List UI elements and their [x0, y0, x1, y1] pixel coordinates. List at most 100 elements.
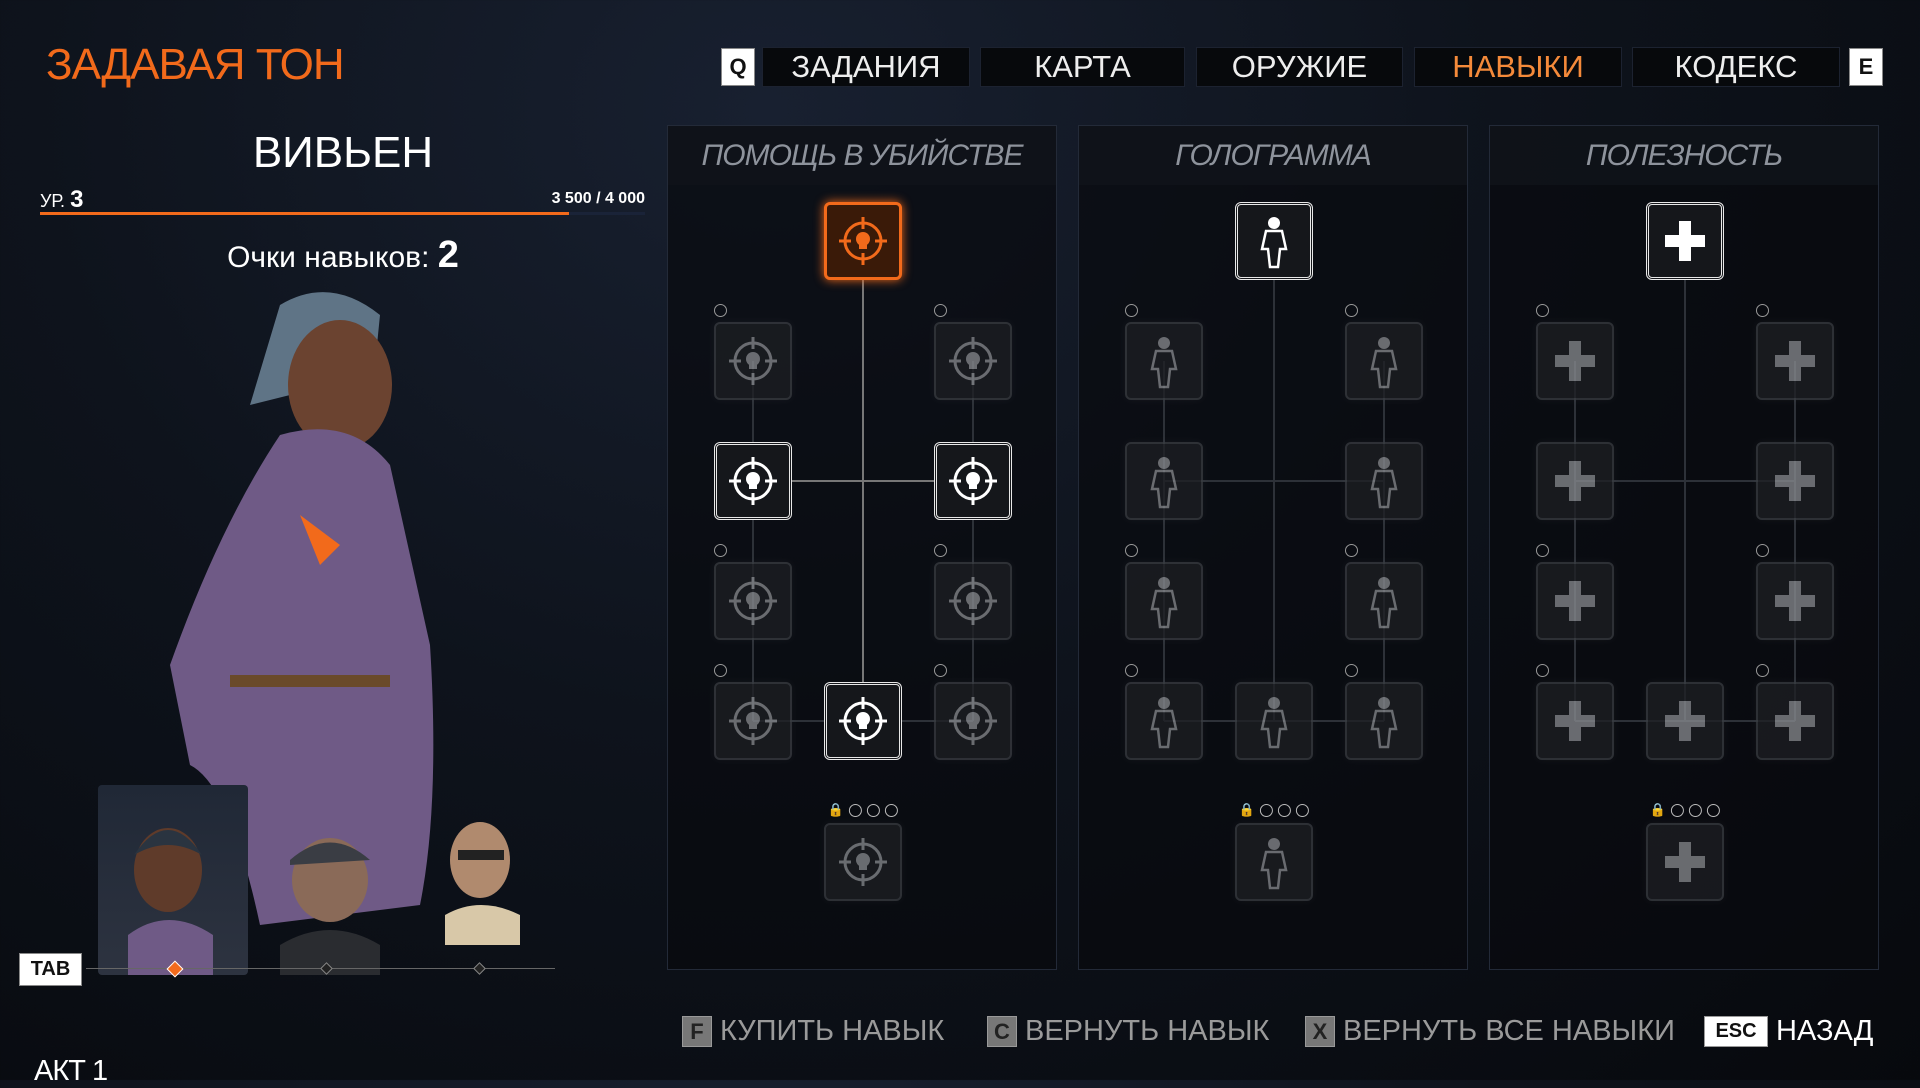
- skill-rank-dot: [1125, 304, 1138, 317]
- skill-node-locked[interactable]: [1125, 562, 1203, 640]
- skill-node-active[interactable]: [824, 682, 902, 760]
- connector-line: [1574, 361, 1576, 721]
- skill-node-locked[interactable]: [1125, 322, 1203, 400]
- medkit-cross-icon: [1775, 581, 1815, 621]
- skill-node-active[interactable]: [934, 442, 1012, 520]
- connector-line: [1164, 480, 1384, 482]
- skill-node-locked[interactable]: [1756, 682, 1834, 760]
- skill-rank-dot: [1125, 544, 1138, 557]
- skill-node-locked[interactable]: [1756, 322, 1834, 400]
- skill-node-active[interactable]: [714, 442, 792, 520]
- skill-rank-dot: [1536, 544, 1549, 557]
- skill-node-locked[interactable]: [714, 322, 792, 400]
- skill-points-label: Очки навыков:: [227, 241, 430, 274]
- requirement-dot: [885, 803, 899, 817]
- tab-5[interactable]: КОДЕКС: [1632, 47, 1840, 87]
- action-label: ВЕРНУТЬ НАВЫК: [1025, 1015, 1270, 1047]
- hologram-figure-icon: [1150, 577, 1178, 629]
- skill-node-locked[interactable]: [1125, 682, 1203, 760]
- tab-1[interactable]: ЗАДАНИЯ: [762, 47, 970, 87]
- skill-node-locked[interactable]: [1646, 682, 1724, 760]
- crosshair-skull-icon: [729, 457, 777, 505]
- key-hint: F: [682, 1016, 712, 1047]
- action-esc-button[interactable]: ESC НАЗАД: [1704, 1015, 1873, 1048]
- key-hint: C: [987, 1016, 1017, 1047]
- medkit-cross-icon: [1775, 341, 1815, 381]
- skill-node-locked[interactable]: [934, 562, 1012, 640]
- tab-4[interactable]: НАВЫКИ: [1414, 47, 1622, 87]
- skill-node-active[interactable]: [1646, 202, 1724, 280]
- skill-rank-dot: [1756, 664, 1769, 677]
- party-member-3[interactable]: [430, 785, 530, 975]
- crosshair-skull-icon: [839, 217, 887, 265]
- party-member-vivien[interactable]: [98, 785, 248, 975]
- skill-node-locked[interactable]: [714, 562, 792, 640]
- skill-node-locked[interactable]: [1756, 442, 1834, 520]
- connector-line: [1383, 361, 1385, 721]
- medkit-cross-icon: [1665, 701, 1705, 741]
- medkit-cross-icon: [1665, 221, 1705, 261]
- skill-rank-dot: [1345, 664, 1358, 677]
- switch-character-key[interactable]: TAB: [19, 953, 82, 986]
- key-hint: X: [1305, 1016, 1335, 1047]
- skill-node-locked[interactable]: [1125, 442, 1203, 520]
- skill-node-selected[interactable]: [824, 202, 902, 280]
- party-member-2[interactable]: [250, 785, 410, 975]
- capstone-requirement: 🔒: [1238, 802, 1310, 818]
- skill-node-locked[interactable]: [1235, 682, 1313, 760]
- xp-text: 3 500 / 4 000: [551, 190, 645, 207]
- hologram-figure-icon: [1370, 697, 1398, 749]
- key-hint: ESC: [1704, 1016, 1768, 1047]
- chapter-name: ЗАДАВАЯ ТОН: [46, 40, 345, 89]
- medkit-cross-icon: [1555, 341, 1595, 381]
- crosshair-skull-icon: [729, 577, 777, 625]
- requirement-dot: [1296, 803, 1310, 817]
- skill-node-locked[interactable]: [824, 823, 902, 901]
- hologram-figure-icon: [1370, 577, 1398, 629]
- crosshair-skull-icon: [729, 337, 777, 385]
- skill-node-locked[interactable]: [1345, 682, 1423, 760]
- requirement-dot: [1707, 803, 1721, 817]
- skill-node-locked[interactable]: [934, 322, 1012, 400]
- skill-node-locked[interactable]: [934, 682, 1012, 760]
- next-tab-key[interactable]: E: [1849, 48, 1883, 86]
- tab-2[interactable]: КАРТА: [980, 47, 1185, 87]
- capstone-requirement: 🔒: [1650, 802, 1721, 818]
- connector-line: [1163, 361, 1165, 721]
- skill-node-locked[interactable]: [1536, 682, 1614, 760]
- hologram-figure-icon: [1370, 337, 1398, 389]
- tab-3[interactable]: ОРУЖИЕ: [1196, 47, 1403, 87]
- skill-node-locked[interactable]: [1536, 322, 1614, 400]
- vivien-avatar: [128, 828, 213, 975]
- skill-node-locked[interactable]: [1345, 322, 1423, 400]
- crosshair-skull-icon: [949, 577, 997, 625]
- skill-node-locked[interactable]: [1235, 823, 1313, 901]
- crosshair-skull-icon: [949, 337, 997, 385]
- skill-node-locked[interactable]: [1345, 442, 1423, 520]
- skill-tree-panel: ПОЛЕЗНОСТЬ🔒: [1489, 125, 1879, 970]
- skill-rank-dot: [1756, 304, 1769, 317]
- character-name: ВИВЬЕН: [252, 128, 434, 177]
- action-label: НАЗАД: [1776, 1015, 1874, 1047]
- skill-node-active[interactable]: [1235, 202, 1313, 280]
- medkit-cross-icon: [1665, 842, 1705, 882]
- skill-node-locked[interactable]: [1536, 562, 1614, 640]
- skill-rank-dot: [1536, 304, 1549, 317]
- skill-node-locked[interactable]: [1536, 442, 1614, 520]
- skill-node-locked[interactable]: [1756, 562, 1834, 640]
- medkit-cross-icon: [1555, 701, 1595, 741]
- skill-node-locked[interactable]: [1345, 562, 1423, 640]
- skill-node-locked[interactable]: [1646, 823, 1724, 901]
- action-c-button[interactable]: C ВЕРНУТЬ НАВЫК: [987, 1015, 1269, 1048]
- hologram-figure-icon: [1370, 457, 1398, 509]
- lock-icon: 🔒: [1238, 802, 1256, 817]
- skill-node-locked[interactable]: [714, 682, 792, 760]
- prev-tab-key[interactable]: Q: [721, 48, 755, 86]
- hologram-figure-icon: [1260, 697, 1288, 749]
- level-label: УР.: [40, 191, 66, 211]
- skill-rank-dot: [934, 544, 947, 557]
- skill-points: Очки навыков: 2: [140, 234, 546, 277]
